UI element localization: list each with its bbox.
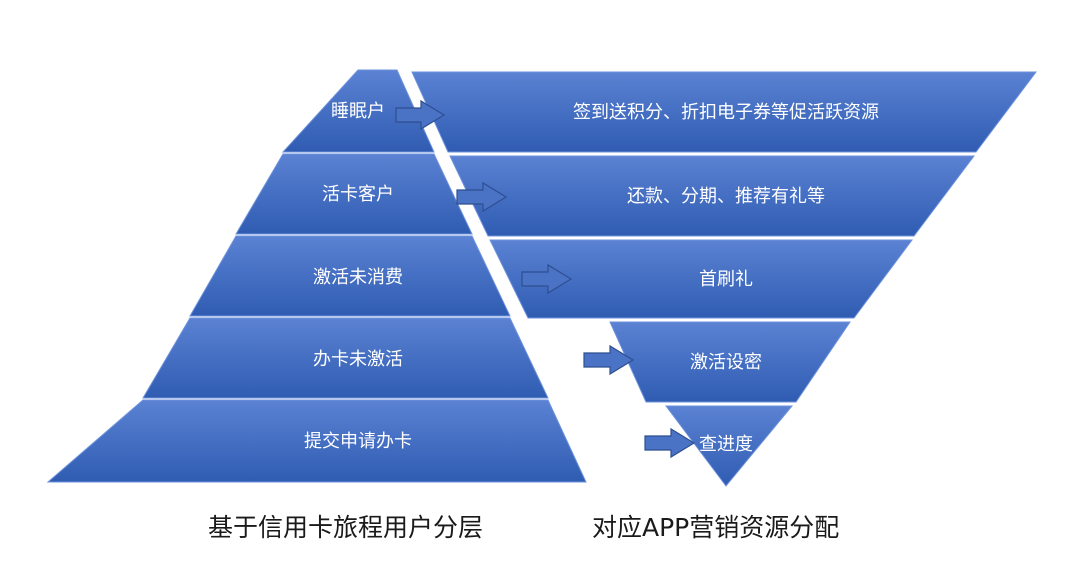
pyramid-label-sleeping: 睡眠户: [331, 101, 385, 122]
funnel-tier-first-swipe-gift: 首刷礼: [489, 239, 913, 319]
arrow-right-icon: [456, 181, 508, 213]
pyramid-tier-card-not-activated: 办卡未激活: [142, 317, 549, 399]
caption-user-tiering: 基于信用卡旅程用户分层: [208, 513, 484, 542]
funnel-label-first-swipe-gift: 首刷礼: [699, 269, 753, 290]
pyramid-label-active-card: 活卡客户: [322, 184, 394, 205]
pyramid-label-activated-no-spend: 激活未消费: [313, 267, 403, 288]
funnel-label-activate-set-pin: 激活设密: [690, 352, 762, 373]
funnel-label-repayment-installment: 还款、分期、推荐有礼等: [627, 186, 825, 207]
pyramid-tier-active-card: 活卡客户: [235, 153, 473, 235]
caption-resource-allocation: 对应APP营销资源分配: [592, 513, 840, 542]
arrow-right-icon: [521, 263, 573, 295]
app-resource-funnel: 签到送积分、折扣电子券等促活跃资源 还款、分期、推荐有礼等 首刷礼 激活设密 查…: [411, 71, 1037, 487]
pyramid-tier-application-submitted: 提交申请办卡: [46, 399, 587, 483]
funnel-tier-activate-set-pin: 激活设密: [609, 321, 851, 403]
funnel-label-check-progress: 查进度: [699, 434, 753, 455]
pyramid-label-application-submitted: 提交申请办卡: [304, 431, 412, 452]
funnel-tier-check-progress: 查进度: [665, 405, 794, 487]
funnel-label-engagement-rewards: 签到送积分、折扣电子券等促活跃资源: [573, 102, 879, 123]
pyramid-tier-activated-no-spend: 激活未消费: [189, 235, 511, 317]
connector-arrows: [395, 99, 696, 459]
user-tier-pyramid: 睡眠户 活卡客户 激活未消费 办卡未激活 提交申请办卡: [46, 69, 587, 483]
arrow-right-icon: [395, 99, 446, 131]
arrow-right-icon: [644, 427, 696, 459]
funnel-tier-engagement-rewards: 签到送积分、折扣电子券等促活跃资源: [411, 71, 1037, 153]
pyramid-tier-sleeping: 睡眠户: [281, 69, 435, 153]
pyramid-label-card-not-activated: 办卡未激活: [313, 349, 403, 370]
funnel-tier-repayment-installment: 还款、分期、推荐有礼等: [449, 155, 975, 237]
arrow-right-icon: [583, 344, 635, 376]
